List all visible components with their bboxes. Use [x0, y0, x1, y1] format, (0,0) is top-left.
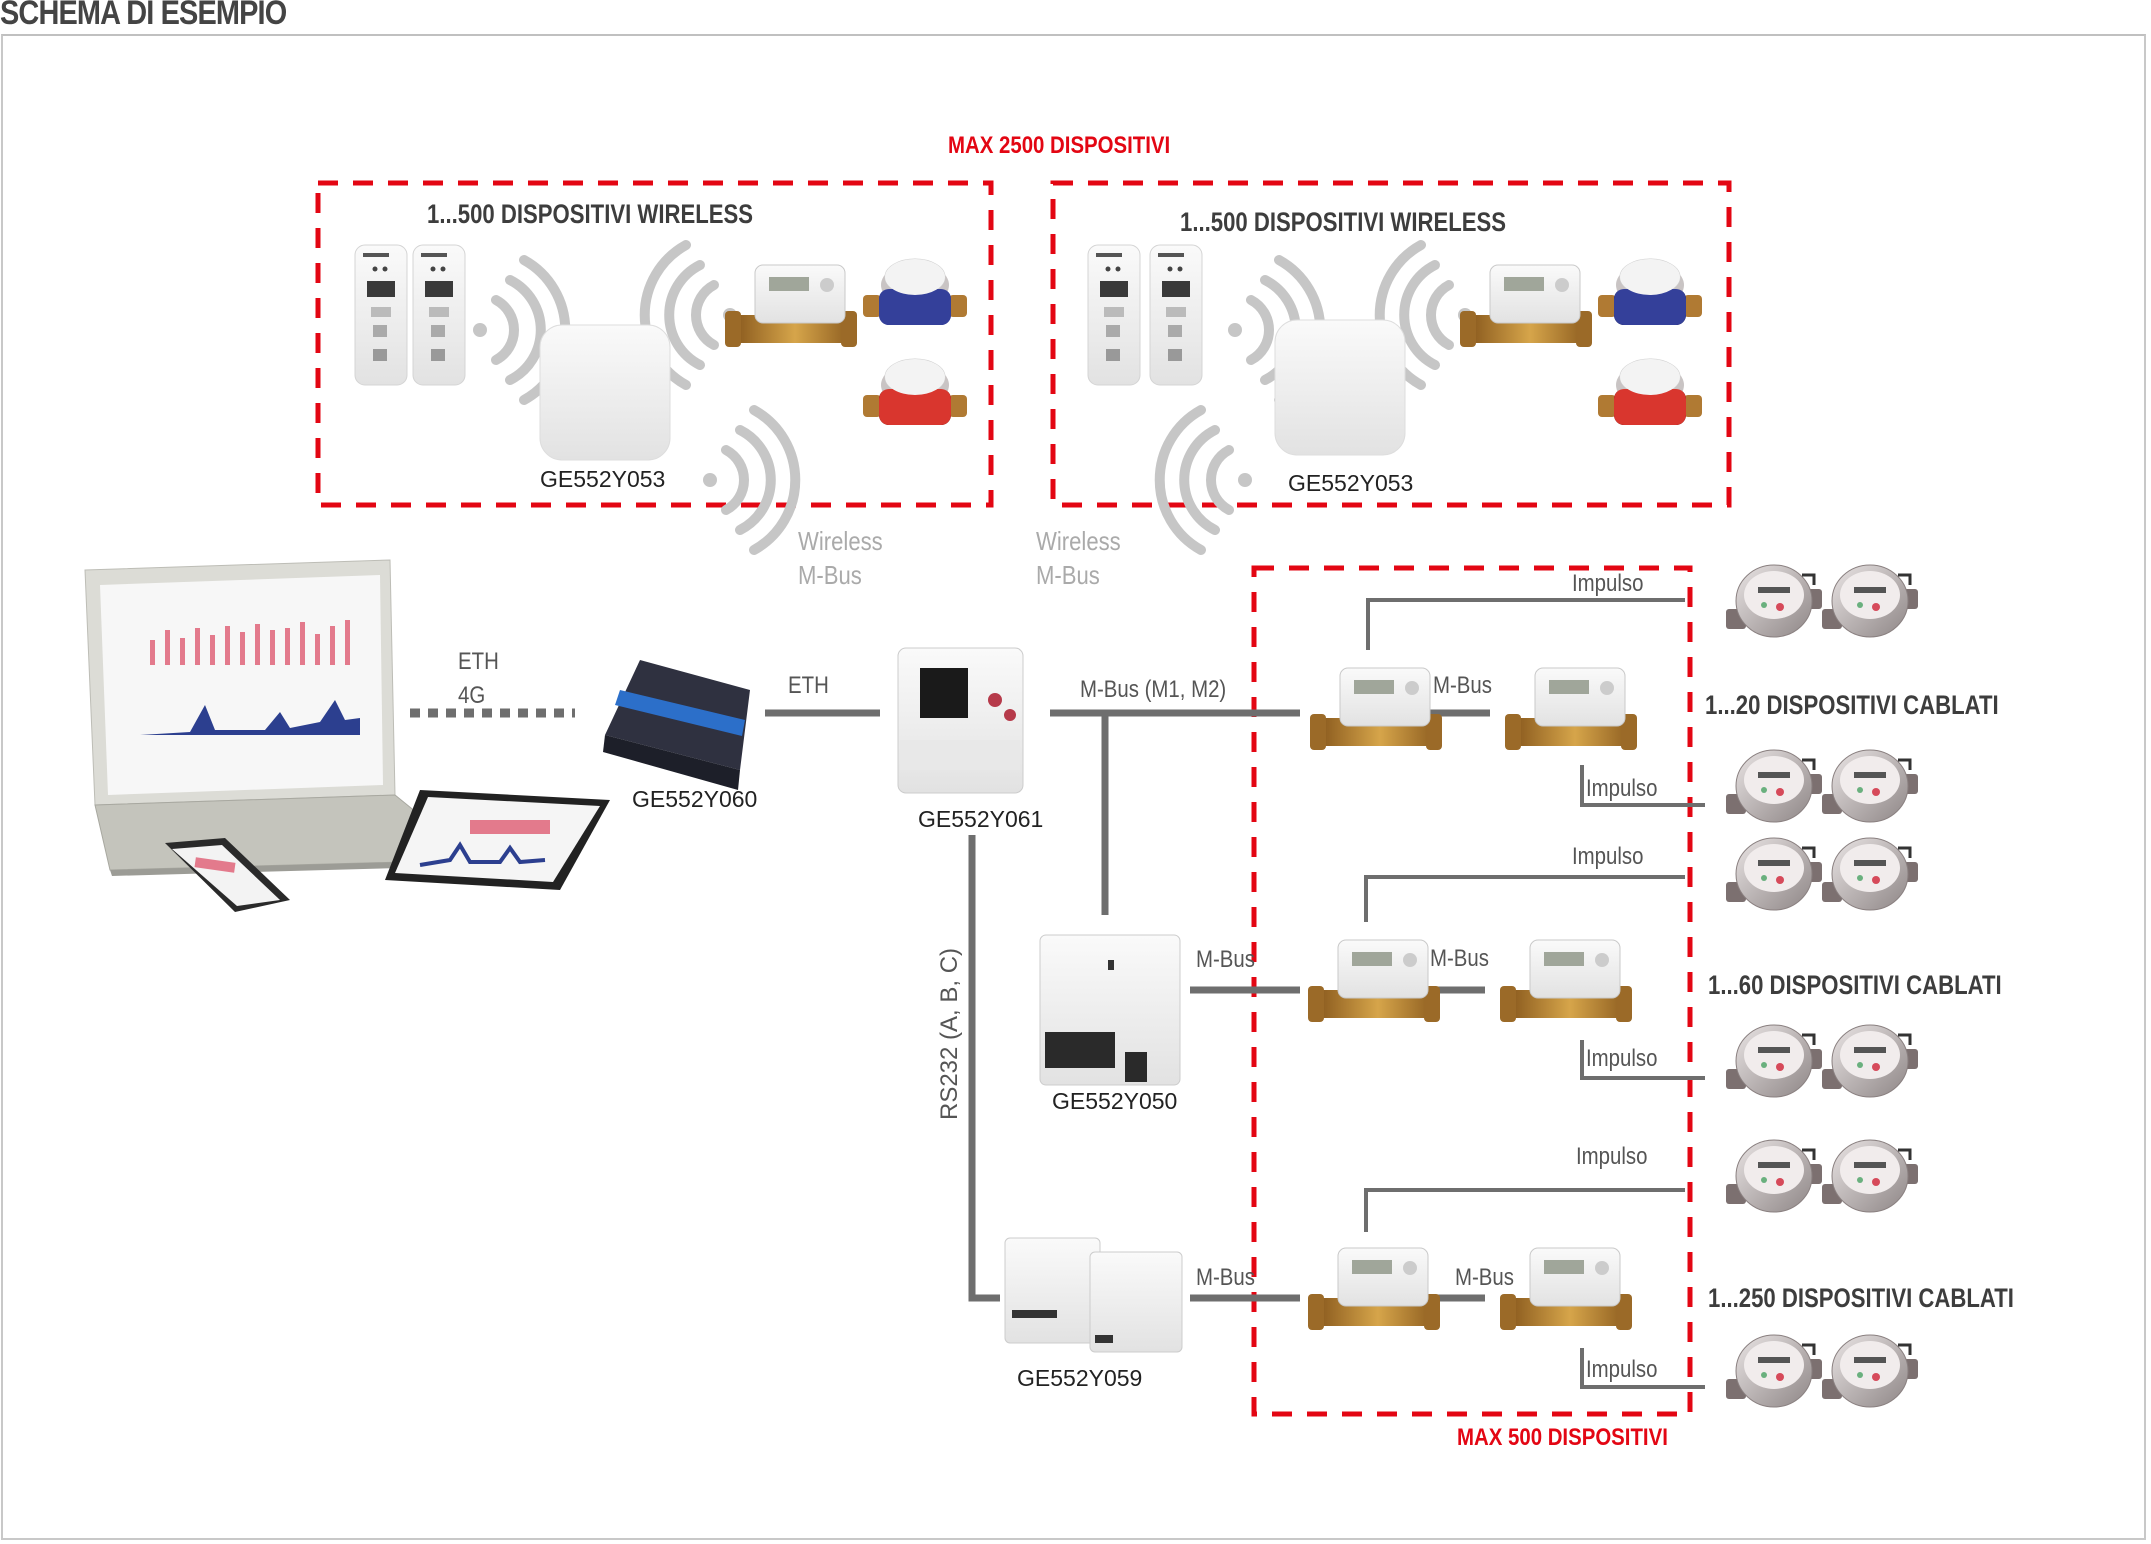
water-meter-icon	[1820, 748, 1920, 824]
mbus-label: M-Bus	[1036, 560, 1100, 590]
row1-pulse-bottom-label: Impulso	[1586, 775, 1658, 802]
heat-meter-icon	[1504, 667, 1638, 751]
water-meter-icon	[1724, 563, 1824, 639]
wireless-mbus-left-label: Wireless M-Bus	[798, 524, 883, 592]
row1-mbus-label: M-Bus	[1433, 672, 1492, 699]
master-controller-icon	[897, 647, 1024, 794]
gateway-right-model: GE552Y053	[1288, 470, 1414, 496]
row2-pulse-bottom-label: Impulso	[1586, 1045, 1658, 1072]
eth-label: ETH	[788, 672, 829, 699]
page-title: SCHEMA DI ESEMPIO	[0, 0, 287, 32]
heat-cost-allocator-icon	[412, 244, 466, 386]
heat-cost-allocator-icon	[1149, 244, 1203, 386]
row2-mbus-label: M-Bus	[1430, 945, 1489, 972]
gateway-left-model: GE552Y053	[540, 466, 666, 492]
eth-4g-label: ETH 4G	[458, 645, 499, 713]
eth-label: ETH	[458, 648, 499, 675]
water-meter-icon	[1724, 748, 1824, 824]
water-meter-icon	[1724, 1138, 1824, 1214]
wireless-signal-icon	[1160, 410, 1252, 550]
rs232-link	[968, 835, 1000, 1302]
water-meter-red-icon	[862, 358, 968, 426]
wireless-gateway-icon	[1274, 319, 1406, 456]
heat-meter-icon	[1499, 939, 1633, 1023]
heat-meter-icon	[1307, 1247, 1441, 1331]
tablet-dashboard-icon	[385, 790, 610, 890]
4g-label: 4G	[458, 682, 486, 709]
water-meter-icon	[1724, 1333, 1824, 1409]
max-wired-label: MAX 500 DISPOSITIVI	[1457, 1424, 1668, 1451]
water-meter-icon	[1820, 1023, 1920, 1099]
water-meter-red-icon	[1597, 358, 1703, 426]
wireless-group-left-box	[315, 180, 994, 508]
diagram-frame	[1, 34, 2146, 1540]
heat-meter-icon	[1309, 667, 1443, 751]
mbus-converter-icon	[1039, 934, 1181, 1086]
mbus-label: M-Bus	[798, 560, 862, 590]
heat-meter-icon	[1459, 264, 1593, 348]
wireless-mbus-right-label: Wireless M-Bus	[1036, 524, 1121, 592]
row3-mbus-label: M-Bus	[1455, 1264, 1514, 1291]
wireless-signal-icon	[703, 410, 795, 550]
heat-cost-allocator-icon	[1087, 244, 1141, 386]
heat-meter-icon	[1307, 939, 1441, 1023]
wired-row-3	[1307, 1138, 1920, 1409]
wireless-label: Wireless	[1036, 526, 1121, 556]
converter-2-mbus-label: M-Bus	[1196, 1264, 1255, 1291]
wireless-group-right-box	[1050, 180, 1732, 508]
converter-1-mbus-label: M-Bus	[1196, 946, 1255, 973]
wireless-label: Wireless	[798, 526, 883, 556]
router-model: GE552Y060	[632, 786, 758, 812]
water-meter-icon	[1820, 1138, 1920, 1214]
wired-row-1	[1309, 563, 1920, 824]
rs232-label: RS232 (A, B, C)	[936, 947, 963, 1120]
row2-devices-label: 1...60 DISPOSITIVI CABLATI	[1708, 970, 2002, 1000]
row1-devices-label: 1...20 DISPOSITIVI CABLATI	[1705, 690, 1999, 720]
heat-meter-icon	[724, 264, 858, 348]
water-meter-icon	[1820, 836, 1920, 912]
row1-pulse-top-label: Impulso	[1572, 570, 1644, 597]
converter-1-model: GE552Y050	[1052, 1088, 1178, 1114]
converter-2-model: GE552Y059	[1017, 1365, 1143, 1391]
laptop-dashboard-icon	[84, 559, 477, 876]
max-total-label: MAX 2500 DISPOSITIVI	[948, 132, 1171, 159]
water-meter-icon	[1820, 563, 1920, 639]
row3-pulse-top-label: Impulso	[1576, 1143, 1648, 1170]
row3-devices-label: 1...250 DISPOSITIVI CABLATI	[1708, 1283, 2014, 1313]
wireless-left-heading: 1...500 DISPOSITIVI WIRELESS	[427, 199, 754, 229]
water-meter-icon	[1724, 1023, 1824, 1099]
wired-row-2	[1307, 836, 1920, 1099]
heat-cost-allocator-icon	[354, 244, 408, 386]
wireless-right-heading: 1...500 DISPOSITIVI WIRELESS	[1180, 207, 1507, 237]
smartphone-dashboard-icon	[165, 838, 290, 912]
mbus-converter-icon	[1004, 1237, 1183, 1353]
water-meter-blue-icon	[1597, 258, 1703, 326]
water-meter-blue-icon	[862, 258, 968, 326]
row2-pulse-top-label: Impulso	[1572, 843, 1644, 870]
router-icon	[603, 660, 750, 790]
water-meter-icon	[1724, 836, 1824, 912]
wireless-gateway-icon	[539, 324, 671, 461]
heat-meter-icon	[1499, 1247, 1633, 1331]
master-model: GE552Y061	[918, 806, 1044, 832]
water-meter-icon	[1820, 1333, 1920, 1409]
row3-pulse-bottom-label: Impulso	[1586, 1356, 1658, 1383]
mbus-m1m2-label: M-Bus (M1, M2)	[1080, 676, 1227, 703]
